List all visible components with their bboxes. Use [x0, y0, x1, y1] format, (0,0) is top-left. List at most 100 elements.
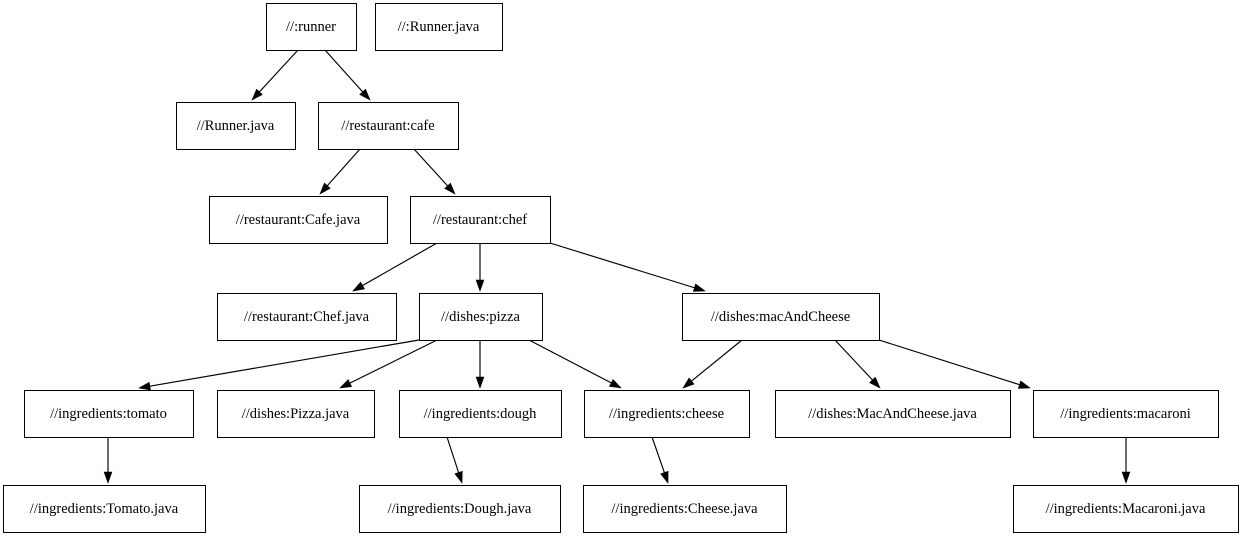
node-label: //ingredients:dough [424, 406, 538, 422]
arrowhead-icon [660, 470, 669, 484]
edge-restaurant_chef-to-dishes_mac [549, 242, 706, 292]
node-box[interactable] [419, 293, 543, 341]
edge-restaurant_chef-to-chef_java [352, 242, 438, 292]
node-box[interactable] [217, 390, 375, 438]
edge-line [324, 49, 364, 93]
edge-line [834, 339, 873, 381]
arrowhead-icon [444, 182, 456, 195]
node-box[interactable] [217, 293, 397, 341]
edge-line [259, 49, 299, 93]
edge-line [362, 242, 438, 287]
edge-restaurant_chef-to-dishes_pizza [475, 243, 485, 292]
edge-restaurant_cafe-to-cafe_java [319, 148, 361, 195]
node-box[interactable] [399, 390, 562, 438]
node-box[interactable] [3, 485, 206, 533]
node-box[interactable] [375, 3, 503, 51]
node-label: //dishes:MacAndCheese.java [808, 406, 977, 422]
node-box[interactable] [584, 390, 750, 438]
node-label: //ingredients:macaroni [1060, 406, 1190, 422]
arrowhead-icon [1121, 471, 1131, 484]
edge-restaurant_cafe-to-restaurant_chef [413, 148, 456, 195]
node-box[interactable] [775, 390, 1011, 438]
edge-runner-to-restaurant_cafe [324, 49, 371, 101]
node-label: //ingredients:Cheese.java [611, 501, 758, 517]
arrowhead-icon [339, 379, 353, 389]
graph-node-tomato_java[interactable]: //ingredients:Tomato.java [3, 485, 206, 533]
graph-node-chef_java[interactable]: //restaurant:Chef.java [217, 293, 397, 341]
edge-line [691, 339, 743, 382]
node-box[interactable] [318, 102, 459, 150]
nodes-layer: //:runner //:Runner.java //Runner.java //re… [3, 3, 1239, 533]
edge-ing_tomato-to-tomato_java [103, 437, 113, 484]
edge-dishes_mac-to-ing_macaroni [878, 339, 1031, 389]
node-box[interactable] [583, 485, 787, 533]
edge-line [549, 242, 695, 289]
graph-node-ing_tomato[interactable]: //ingredients:tomato [24, 390, 194, 438]
edge-dishes_mac-to-ing_cheese [682, 339, 743, 389]
node-label: //restaurant:Chef.java [244, 309, 370, 325]
graph-node-dough_java[interactable]: //ingredients:Dough.java [359, 485, 561, 533]
edge-line [878, 339, 1020, 386]
edge-line [528, 339, 612, 384]
node-label: //dishes:macAndCheese [711, 309, 850, 325]
graph-node-ing_cheese[interactable]: //ingredients:cheese [584, 390, 750, 438]
graph-node-dishes_mac[interactable]: //dishes:macAndCheese [682, 293, 880, 341]
node-box[interactable] [1033, 390, 1219, 438]
graph-node-mac_java[interactable]: //dishes:MacAndCheese.java [775, 390, 1011, 438]
graph-node-dishes_pizza[interactable]: //dishes:pizza [419, 293, 543, 341]
node-box[interactable] [266, 3, 357, 51]
edge-dishes_pizza-to-ing_dough [475, 340, 485, 389]
node-label: //restaurant:Cafe.java [236, 212, 361, 228]
node-label: //ingredients:tomato [50, 406, 167, 422]
node-box[interactable] [1013, 485, 1239, 533]
node-label: //Runner.java [197, 118, 275, 134]
arrowhead-icon [692, 283, 706, 292]
node-label: //dishes:Pizza.java [242, 406, 350, 422]
graph-node-runner[interactable]: //:runner [266, 3, 357, 51]
arrowhead-icon [608, 378, 622, 389]
node-box[interactable] [209, 196, 388, 244]
graph-node-runner_java_root[interactable]: //:Runner.java [375, 3, 503, 51]
graph-node-ing_macaroni[interactable]: //ingredients:macaroni [1033, 390, 1219, 438]
edge-line [149, 339, 420, 387]
edge-line [651, 436, 665, 473]
edge-line [349, 339, 438, 384]
graph-node-macaroni_java[interactable]: //ingredients:Macaroni.java [1013, 485, 1239, 533]
arrowhead-icon [352, 281, 365, 292]
graph-node-runner_java[interactable]: //Runner.java [176, 102, 296, 150]
graph-node-cafe_java[interactable]: //restaurant:Cafe.java [209, 196, 388, 244]
edge-dishes_pizza-to-ing_tomato [138, 339, 420, 391]
graph-node-ing_dough[interactable]: //ingredients:dough [399, 390, 562, 438]
node-label: //restaurant:cafe [341, 118, 434, 134]
arrowhead-icon [1017, 380, 1031, 389]
node-label: //dishes:pizza [441, 309, 520, 325]
edges-layer [103, 49, 1131, 484]
node-box[interactable] [410, 196, 551, 244]
edge-dishes_pizza-to-pizza_java [339, 339, 438, 389]
edge-line [413, 148, 449, 187]
node-box[interactable] [24, 390, 194, 438]
arrowhead-icon [103, 471, 113, 484]
node-box[interactable] [359, 485, 561, 533]
node-box[interactable] [682, 293, 880, 341]
edge-ing_cheese-to-cheese_java [651, 436, 669, 484]
arrowhead-icon [475, 279, 485, 292]
node-box[interactable] [176, 102, 296, 150]
arrowhead-icon [454, 470, 463, 484]
node-label: //ingredients:cheese [609, 406, 724, 422]
graph-node-restaurant_cafe[interactable]: //restaurant:cafe [318, 102, 459, 150]
arrowhead-icon [359, 88, 371, 101]
node-label: //ingredients:Dough.java [388, 501, 532, 517]
graph-node-pizza_java[interactable]: //dishes:Pizza.java [217, 390, 375, 438]
edge-ing_macaroni-to-macaroni_java [1121, 437, 1131, 484]
edge-line [326, 148, 361, 187]
arrowhead-icon [138, 381, 151, 391]
node-label: //:Runner.java [398, 19, 480, 35]
node-label: //restaurant:chef [433, 212, 527, 228]
graph-node-restaurant_chef[interactable]: //restaurant:chef [410, 196, 551, 244]
graph-node-cheese_java[interactable]: //ingredients:Cheese.java [583, 485, 787, 533]
edge-dishes_pizza-to-ing_cheese [528, 339, 622, 389]
edge-ing_dough-to-dough_java [446, 436, 463, 484]
arrowhead-icon [869, 376, 881, 389]
